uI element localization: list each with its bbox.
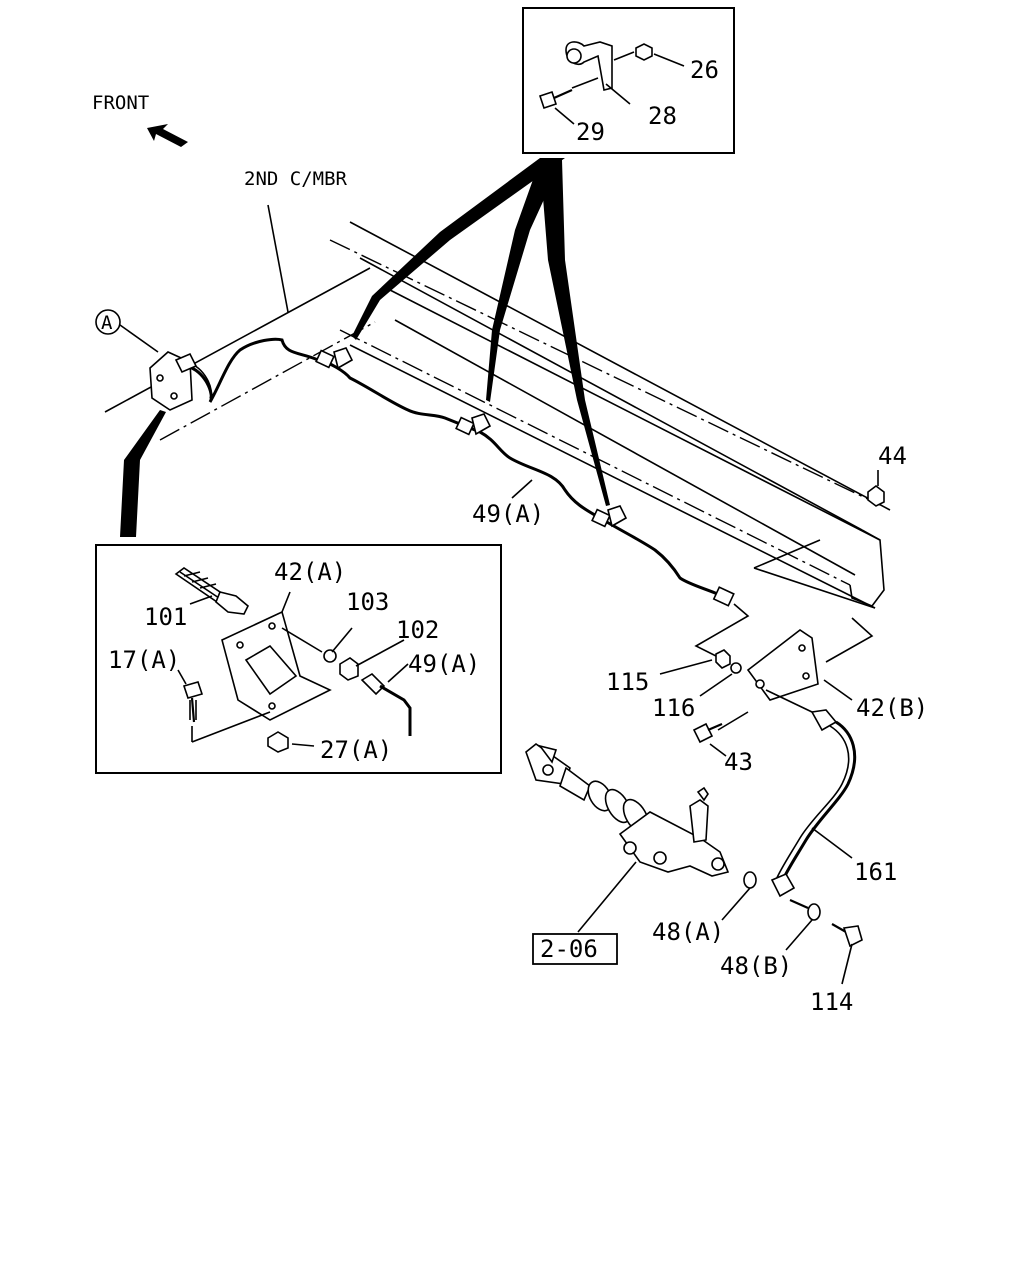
callout-28: 28 xyxy=(648,102,677,130)
bracket-a xyxy=(149,351,198,411)
master-cylinder xyxy=(525,742,730,877)
circle-ref-text: A xyxy=(101,312,113,334)
callout-48a: 48(A) xyxy=(652,918,724,946)
nut-115 xyxy=(715,649,731,669)
callout-103: 103 xyxy=(346,588,389,616)
pointer-wedge-2 xyxy=(486,160,562,402)
section-ref-box xyxy=(532,933,618,965)
circle-ref-a xyxy=(95,309,121,335)
washer-48a xyxy=(743,871,757,889)
washer-116 xyxy=(730,662,742,674)
callout-42b: 42(B) xyxy=(856,694,928,722)
bolt-114 xyxy=(831,923,863,948)
pipe-clip-3 xyxy=(591,505,628,528)
callout-48b: 48(B) xyxy=(720,952,792,980)
callout-115: 115 xyxy=(606,668,649,696)
inset-top-parts xyxy=(538,41,685,125)
pointer-wedge-3 xyxy=(540,160,610,506)
pipe-clip-1 xyxy=(315,347,354,370)
front-arrow-icon xyxy=(147,124,188,147)
member-label: 2ND C/MBR xyxy=(244,168,348,190)
washer-48b xyxy=(807,903,821,921)
callout-27a: 27(A) xyxy=(320,736,392,764)
callout-102: 102 xyxy=(396,616,439,644)
bracket-42b xyxy=(746,629,819,701)
brake-pipe-49a xyxy=(185,337,723,598)
pointer-wedge-4 xyxy=(120,410,166,537)
callout-17a: 17(A) xyxy=(108,646,180,674)
callout-114: 114 xyxy=(810,988,853,1016)
front-label: FRONT xyxy=(92,92,149,114)
section-ref-text: 2-06 xyxy=(540,935,598,963)
hose-161 xyxy=(765,689,857,898)
nut-44 xyxy=(867,485,885,507)
callout-49a-inset: 49(A) xyxy=(408,650,480,678)
callout-161: 161 xyxy=(854,858,897,886)
callout-44: 44 xyxy=(878,442,907,470)
pipe-clip-2 xyxy=(455,413,492,436)
callout-29: 29 xyxy=(576,118,605,146)
callout-26: 26 xyxy=(690,56,719,84)
bolt-43 xyxy=(692,722,723,744)
inset-left xyxy=(95,544,502,774)
callout-116: 116 xyxy=(652,694,695,722)
callout-101: 101 xyxy=(144,603,187,631)
callout-49a: 49(A) xyxy=(472,500,544,528)
pipe-end-nut xyxy=(712,586,735,607)
callout-43: 43 xyxy=(724,748,753,776)
inset-top xyxy=(522,7,735,154)
inset-left-parts xyxy=(174,567,412,753)
callout-42a-inset: 42(A) xyxy=(274,558,346,586)
